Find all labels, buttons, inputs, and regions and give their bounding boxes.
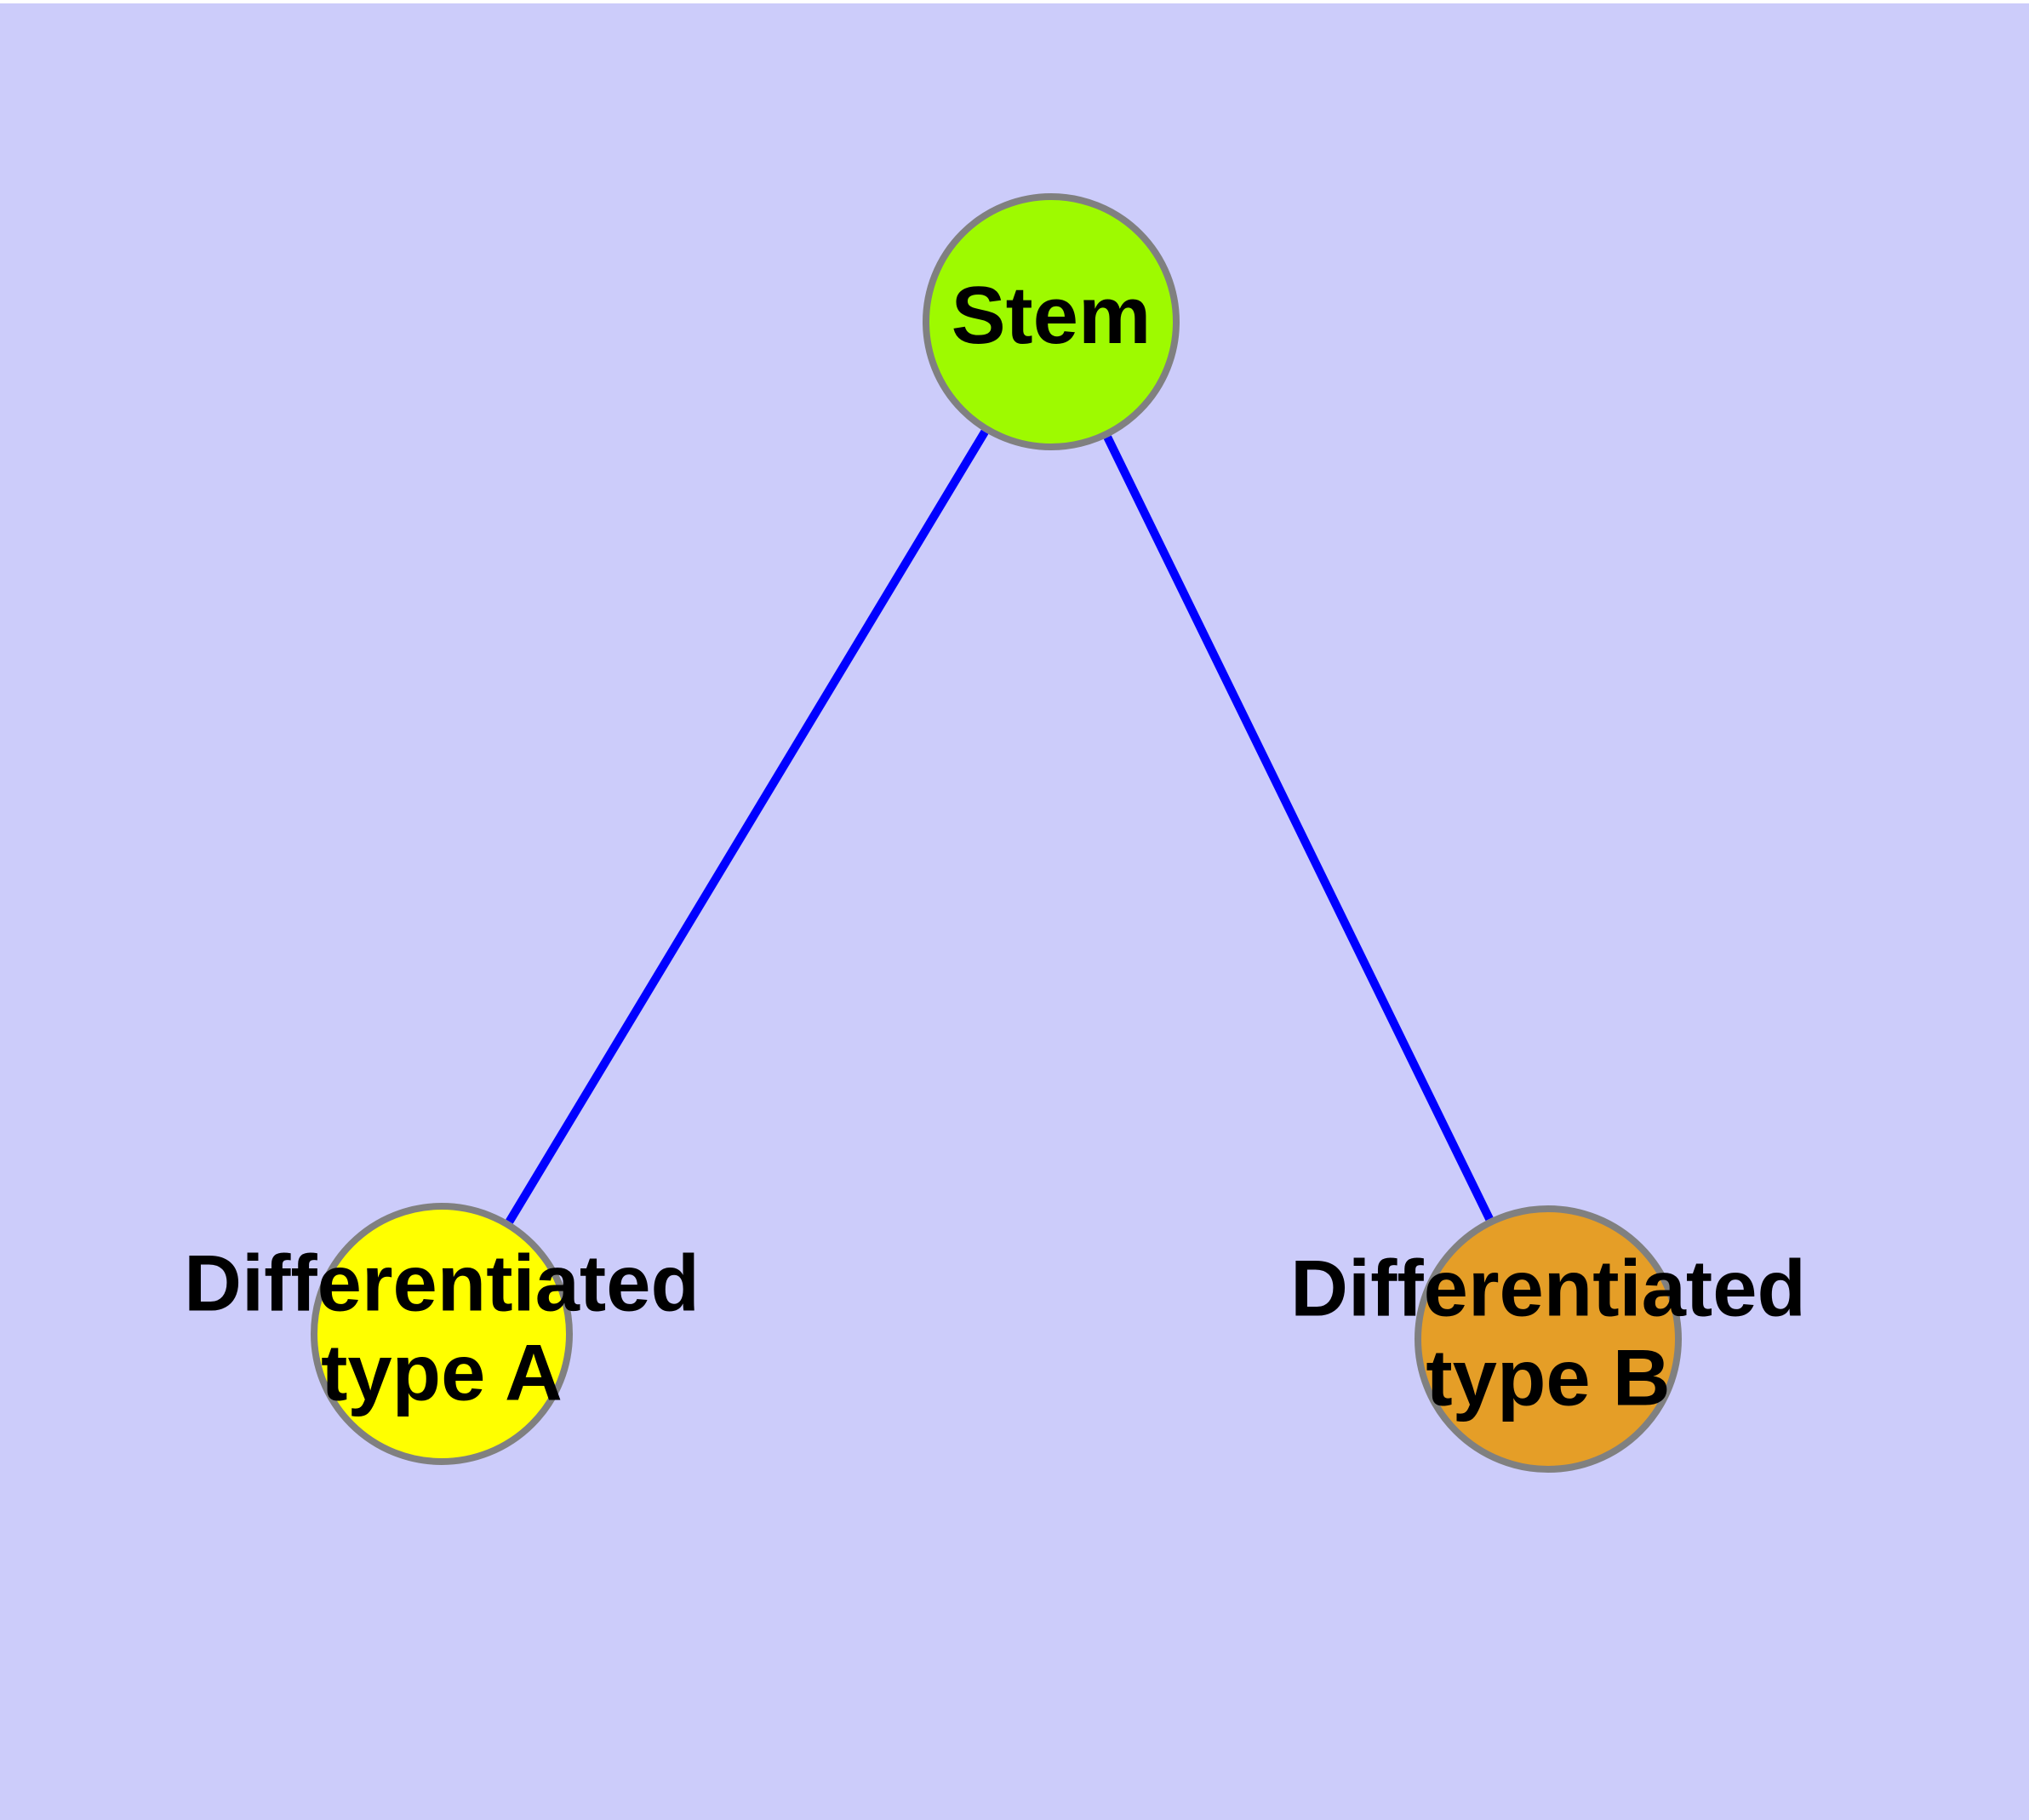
graph-node-stem[interactable] <box>923 193 1180 450</box>
graph-edge[interactable] <box>506 429 989 1224</box>
node-label-stem: Stem <box>952 270 1152 361</box>
graph-node-diff_a[interactable] <box>311 1203 573 1465</box>
node-label-line: Differentiated <box>1290 1243 1806 1332</box>
node-label-line: Differentiated <box>184 1238 700 1327</box>
graph-edge[interactable] <box>1103 435 1494 1222</box>
edges-layer <box>506 429 1494 1224</box>
node-label-line: type A <box>321 1327 563 1417</box>
node-label-line: Stem <box>952 270 1152 361</box>
graph-node-diff_b[interactable] <box>1415 1205 1682 1473</box>
nodes-layer <box>311 193 1682 1473</box>
node-label-line: type B <box>1426 1332 1670 1422</box>
